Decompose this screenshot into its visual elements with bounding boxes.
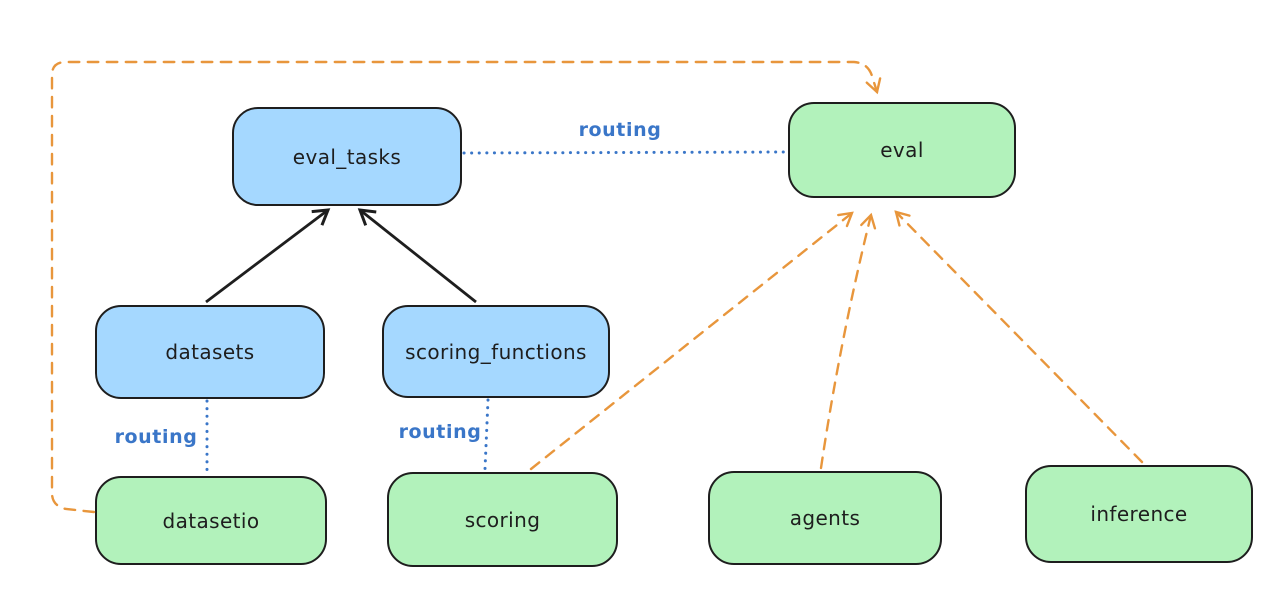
node-label-eval: eval bbox=[880, 138, 924, 162]
edge-scoring_functions-to-eval_tasks bbox=[357, 208, 477, 304]
node-agents: agents bbox=[708, 471, 942, 565]
node-label-datasetio: datasetio bbox=[162, 508, 260, 533]
node-label-agents: agents bbox=[789, 506, 861, 530]
node-label-eval_tasks: eval_tasks bbox=[292, 144, 402, 169]
edge-label-datasets-to-datasetio-routing: routing bbox=[114, 426, 198, 448]
node-datasets: datasets bbox=[95, 305, 325, 399]
edge-agents-to-eval bbox=[819, 212, 877, 470]
node-datasetio: datasetio bbox=[95, 476, 327, 565]
node-label-datasets: datasets bbox=[165, 340, 255, 364]
node-label-scoring: scoring bbox=[464, 507, 541, 532]
node-label-scoring_functions: scoring_functions bbox=[405, 339, 587, 364]
edge-eval_tasks-to-eval-routing bbox=[462, 150, 788, 155]
edge-scoring_functions-to-scoring-routing bbox=[483, 398, 490, 471]
node-eval: eval bbox=[788, 102, 1016, 198]
edge-label-scoring_functions-to-scoring-routing: routing bbox=[398, 421, 482, 443]
node-scoring_functions: scoring_functions bbox=[382, 305, 610, 398]
node-scoring: scoring bbox=[387, 472, 618, 567]
node-inference: inference bbox=[1025, 465, 1253, 563]
edge-inference-to-eval bbox=[894, 210, 1144, 464]
node-eval_tasks: eval_tasks bbox=[232, 107, 462, 206]
edge-datasets-to-eval_tasks bbox=[205, 208, 331, 304]
edge-label-eval_tasks-to-eval-routing: routing bbox=[578, 119, 662, 141]
node-label-inference: inference bbox=[1090, 502, 1188, 526]
